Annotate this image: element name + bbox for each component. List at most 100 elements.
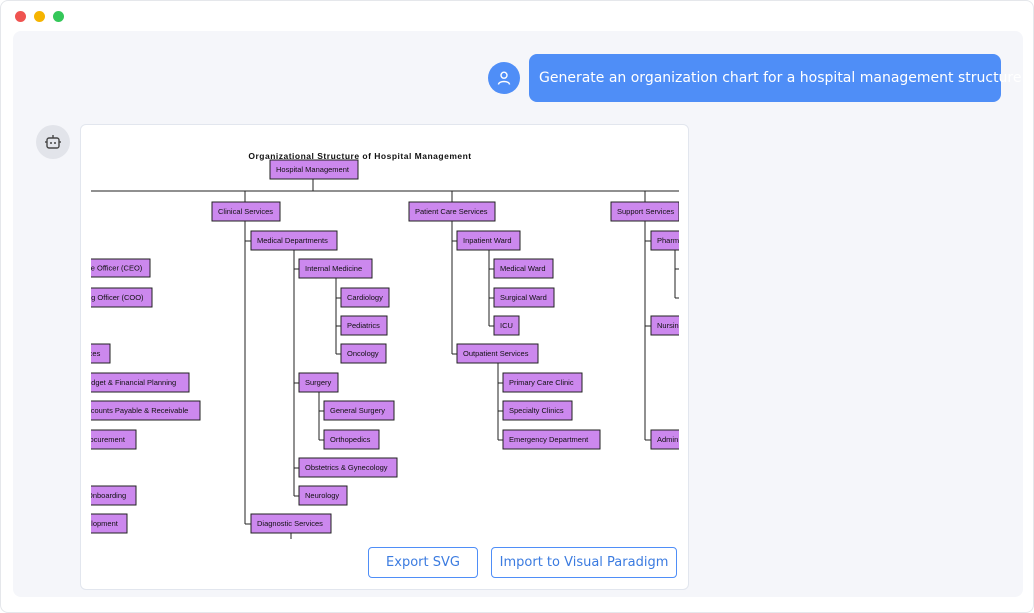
org-node-procurement: rocurement: [91, 429, 137, 450]
org-node-label: Inpatient Ward: [463, 236, 512, 245]
org-node-box: [340, 315, 388, 336]
org-node-box: [91, 513, 128, 534]
org-node-label: Support Services: [617, 207, 674, 216]
org-node-diagnostic: Diagnostic Services: [250, 513, 332, 534]
org-node-box: [211, 201, 281, 222]
org-node-internal-medicine: Internal Medicine: [298, 258, 373, 279]
org-node-box: [408, 201, 496, 222]
maximize-window-button[interactable]: [53, 11, 64, 22]
org-node-label: Diagnostic Services: [257, 519, 323, 528]
org-node-services: ices: [91, 343, 111, 364]
org-node-general-surgery: General Surgery: [323, 400, 395, 421]
export-svg-button[interactable]: Export SVG: [368, 547, 478, 578]
org-node-label: Oncology: [347, 349, 379, 358]
org-node-box: [269, 159, 359, 180]
chart-title: Organizational Structure of Hospital Man…: [248, 151, 472, 161]
org-node-box: [340, 287, 390, 308]
org-node-budget: udget & Financial Planning: [91, 372, 190, 393]
org-chart-viewport[interactable]: Organizational Structure of Hospital Man…: [91, 133, 679, 539]
org-node-outpatient: Outpatient Services: [456, 343, 539, 364]
org-node-box: [502, 372, 583, 393]
org-node-box: [650, 315, 679, 336]
org-node-label: ICU: [500, 321, 513, 330]
close-window-button[interactable]: [15, 11, 26, 22]
org-node-box: [298, 457, 398, 478]
chart-result-card: Organizational Structure of Hospital Man…: [80, 124, 689, 590]
org-node-surgery: Surgery: [298, 372, 339, 393]
org-node-label: ve Officer (CEO): [91, 264, 143, 273]
org-node-label: Medical Ward: [500, 264, 546, 273]
org-node-box: [298, 485, 348, 506]
user-avatar: [488, 62, 520, 94]
org-node-box: [493, 258, 554, 279]
org-node-medical-ward: Medical Ward: [493, 258, 554, 279]
org-node-nursing: Nursin: [650, 315, 679, 336]
org-node-box: [91, 372, 190, 393]
org-node-coo: ng Officer (COO): [91, 287, 153, 308]
org-node-medical-departments: Medical Departments: [250, 230, 338, 251]
org-node-label: Neurology: [305, 491, 339, 500]
org-node-development: elopment: [91, 513, 128, 534]
org-node-label: Outpatient Services: [463, 349, 529, 358]
org-node-box: [493, 287, 555, 308]
org-node-box: [91, 485, 137, 506]
user-icon: [497, 71, 511, 85]
org-node-label: Patient Care Services: [415, 207, 488, 216]
org-node-label: Surgical Ward: [500, 293, 547, 302]
org-node-label: ices: [91, 349, 101, 358]
org-node-box: [493, 315, 520, 336]
org-node-accounts: ccounts Payable & Receivable: [91, 400, 201, 421]
import-visual-paradigm-button[interactable]: Import to Visual Paradigm: [491, 547, 677, 578]
org-node-oncology: Oncology: [340, 343, 387, 364]
org-node-pediatrics: Pediatrics: [340, 315, 388, 336]
org-node-cardiology: Cardiology: [340, 287, 390, 308]
org-node-box: [91, 400, 201, 421]
org-node-box: [650, 230, 679, 251]
org-node-inpatient: Inpatient Ward: [456, 230, 521, 251]
org-node-box: [298, 258, 373, 279]
org-node-label: Onboarding: [91, 491, 126, 500]
bot-avatar: [36, 125, 70, 159]
org-node-label: Orthopedics: [330, 435, 371, 444]
org-node-icu: ICU: [493, 315, 520, 336]
org-node-patient-care: Patient Care Services: [408, 201, 496, 222]
org-node-box: [502, 429, 601, 450]
org-node-surgical-ward: Surgical Ward: [493, 287, 555, 308]
org-node-box: [610, 201, 679, 222]
org-node-label: Clinical Services: [218, 207, 273, 216]
org-node-specialty: Specialty Clinics: [502, 400, 573, 421]
org-node-onboarding: Onboarding: [91, 485, 137, 506]
org-node-box: [456, 230, 521, 251]
org-node-pharm: Pharm: [650, 230, 679, 251]
org-node-box: [650, 429, 679, 450]
org-node-label: elopment: [91, 519, 119, 528]
org-node-label: Cardiology: [347, 293, 383, 302]
org-node-box: [91, 429, 137, 450]
minimize-window-button[interactable]: [34, 11, 45, 22]
org-node-label: Specialty Clinics: [509, 406, 564, 415]
org-node-label: Obstetrics & Gynecology: [305, 463, 388, 472]
org-node-label: Admin: [657, 435, 678, 444]
org-node-label: Internal Medicine: [305, 264, 362, 273]
org-node-label: Pharm: [657, 236, 679, 245]
user-message: Generate an organization chart for a hos…: [529, 54, 1026, 102]
org-node-box: [323, 400, 395, 421]
org-node-label: Medical Departments: [257, 236, 328, 245]
org-node-support: Support Services: [610, 201, 679, 222]
org-node-label: General Surgery: [330, 406, 385, 415]
org-node-root: Hospital Management: [269, 159, 359, 180]
org-node-box: [323, 429, 380, 450]
org-node-neurology: Neurology: [298, 485, 348, 506]
org-node-box: [456, 343, 539, 364]
org-node-admin: Admin: [650, 429, 679, 450]
org-node-label: Hospital Management: [276, 165, 350, 174]
org-node-box: [91, 287, 153, 308]
org-node-ceo: ve Officer (CEO): [91, 258, 151, 278]
org-node-obgyn: Obstetrics & Gynecology: [298, 457, 398, 478]
org-node-label: Pediatrics: [347, 321, 380, 330]
org-node-box: [298, 372, 339, 393]
org-node-label: ng Officer (COO): [91, 293, 144, 302]
org-node-label: Nursin: [657, 321, 679, 330]
